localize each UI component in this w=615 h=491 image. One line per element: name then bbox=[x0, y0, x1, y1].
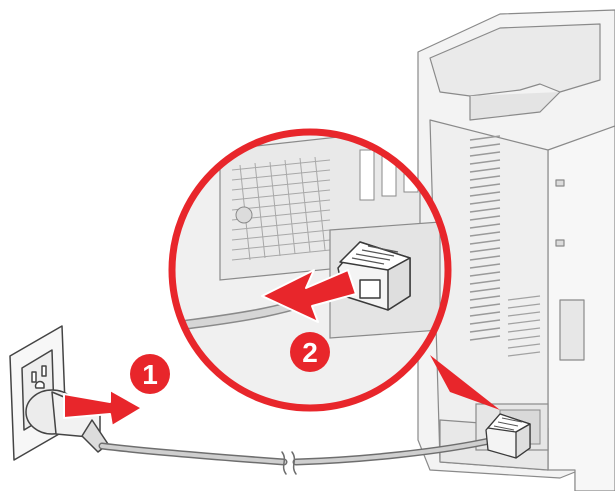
step-1-label: 1 bbox=[142, 359, 158, 390]
step-2-label: 2 bbox=[302, 337, 318, 368]
step-1-badge: 1 bbox=[130, 354, 170, 394]
zoom-circle-icon bbox=[150, 110, 460, 420]
step-2-badge: 2 bbox=[290, 332, 330, 372]
